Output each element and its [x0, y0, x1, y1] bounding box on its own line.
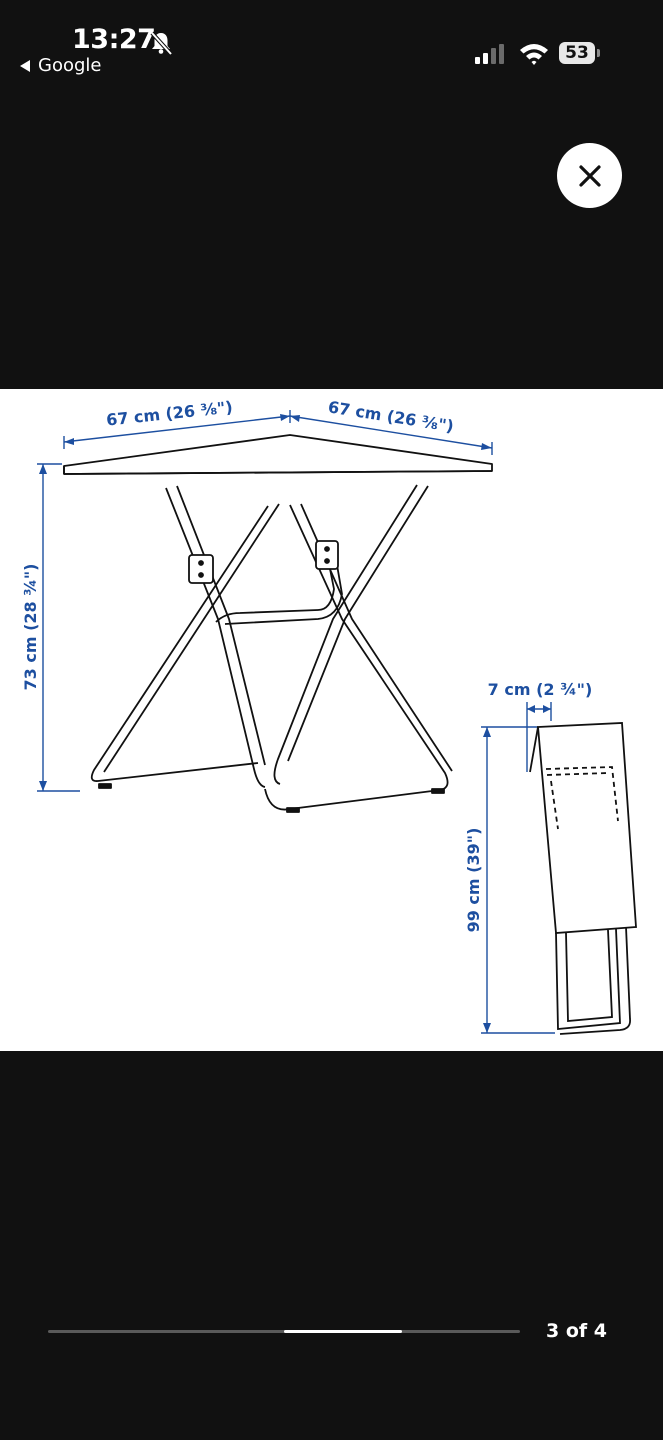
close-icon	[578, 164, 601, 187]
open-table-illustration	[63, 434, 493, 813]
page-progress-current	[284, 1330, 402, 1333]
dim-folded-depth-label: 7 cm (2 ¾")	[488, 680, 593, 699]
folded-table-illustration	[529, 722, 637, 1035]
wifi-icon	[520, 44, 548, 65]
back-link-label: Google	[38, 55, 102, 76]
page-progress-bar	[48, 1330, 520, 1333]
dim-height-label: 73 cm (28 ¾")	[21, 564, 40, 691]
table-dimension-drawing: 67 cm (26 ⅜") 67 cm (26 ⅜") 73 cm (28 ¾"…	[21, 397, 637, 1035]
status-time: 13:27	[72, 24, 156, 55]
back-arrow-icon	[20, 59, 30, 72]
battery-indicator: 53	[559, 42, 595, 64]
cellular-signal-icon	[475, 44, 504, 64]
dim-folded-height-label: 99 cm (39")	[464, 828, 483, 933]
battery-tip	[597, 49, 600, 57]
close-button[interactable]	[557, 143, 622, 208]
product-image[interactable]: 67 cm (26 ⅜") 67 cm (26 ⅜") 73 cm (28 ¾"…	[0, 389, 663, 1051]
back-to-app-link[interactable]: Google	[20, 55, 101, 76]
page-counter: 3 of 4	[546, 1320, 607, 1342]
dim-width-right-label: 67 cm (26 ⅜")	[327, 397, 455, 436]
silent-mode-icon	[150, 31, 173, 56]
